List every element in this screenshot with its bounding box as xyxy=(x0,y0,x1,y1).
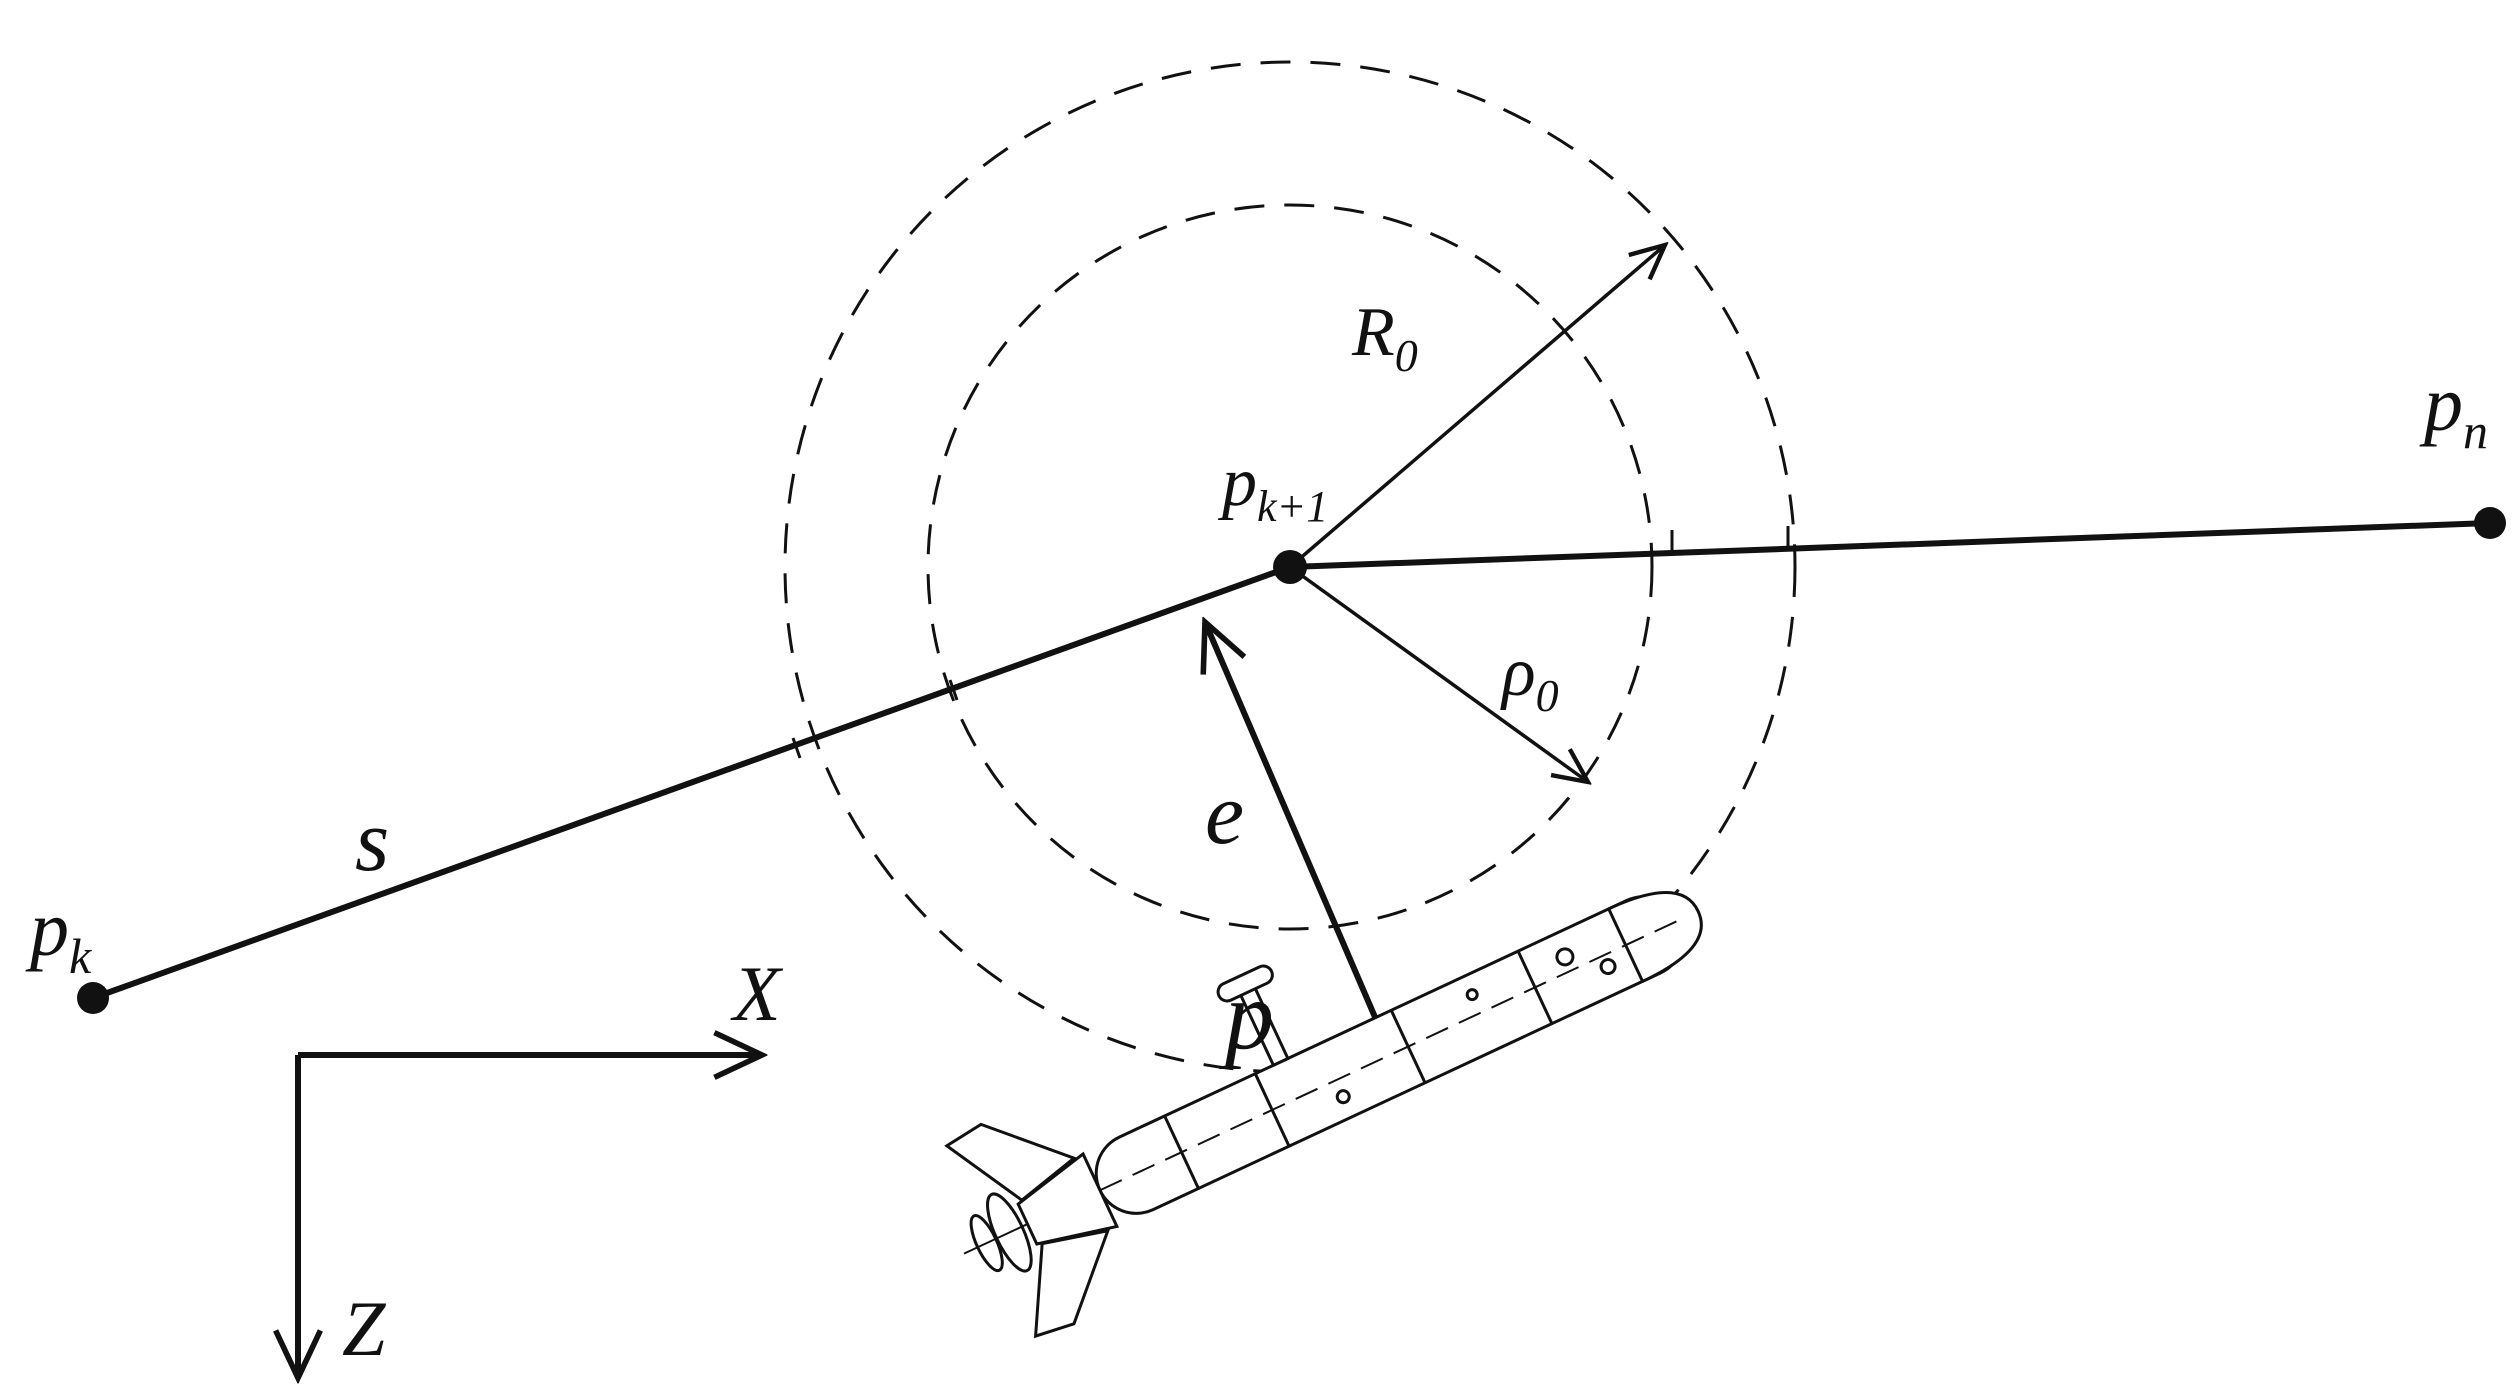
tick-outer-left xyxy=(791,737,802,759)
label-p: p xyxy=(1219,962,1274,1070)
outer-dashed-circle xyxy=(783,60,1797,1074)
label-e: e xyxy=(1205,766,1244,863)
tick-inner-left xyxy=(948,679,959,701)
label-s: s xyxy=(355,793,389,890)
label-axis-z: Z xyxy=(342,1285,387,1372)
waypoint-pn-dot xyxy=(2474,507,2506,539)
label-pn: pn xyxy=(2419,360,2488,459)
label-R0: R0 xyxy=(1351,294,1418,381)
label-pk1: pk+1 xyxy=(1217,444,1328,531)
radius-rho0-arrow xyxy=(1288,565,1588,782)
waypoint-pk1-dot xyxy=(1273,550,1307,584)
auv-vehicle-icon xyxy=(944,891,1703,1339)
error-vector-e xyxy=(1205,622,1393,1054)
label-axis-x: X xyxy=(730,950,784,1037)
label-pk: pk xyxy=(25,885,92,984)
radius-R0-arrow xyxy=(1288,245,1665,569)
label-rho0: ρ0 xyxy=(1500,634,1559,721)
path-segment-s xyxy=(91,564,1292,1001)
path-segment-next xyxy=(1289,520,2491,570)
waypoint-pk-dot xyxy=(77,982,109,1014)
inner-dashed-circle xyxy=(926,203,1654,931)
